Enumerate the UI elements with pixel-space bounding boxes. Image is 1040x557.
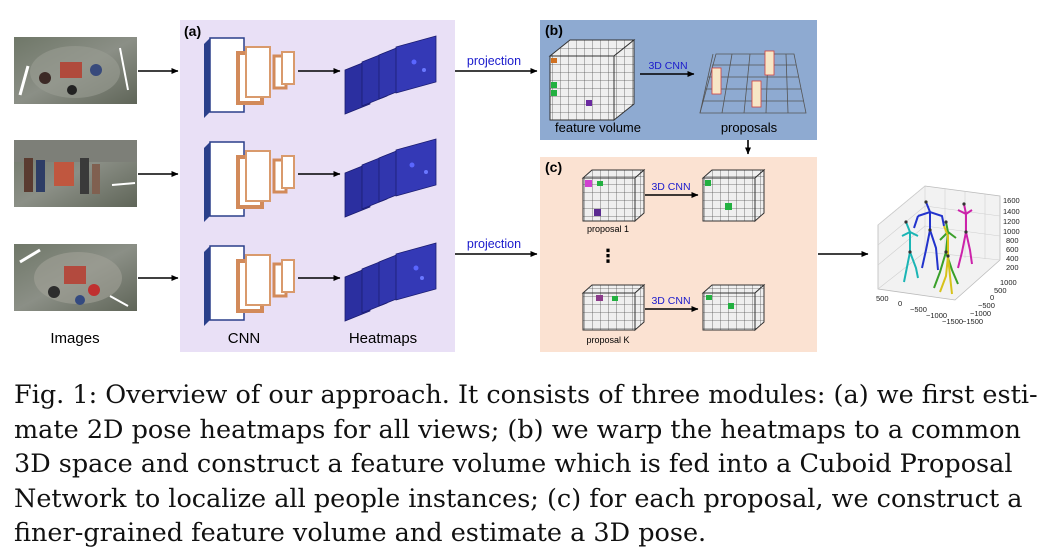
proposal-boxes bbox=[711, 50, 775, 108]
projection-label-top: projection bbox=[467, 54, 521, 68]
images-label: Images bbox=[50, 330, 99, 347]
cnn-stack-1 bbox=[204, 37, 295, 118]
y-tick-label: 0 bbox=[990, 293, 994, 302]
module-c-tag: (c) bbox=[545, 159, 562, 175]
x-tick-label: −500 bbox=[910, 305, 927, 314]
feature-volume-label: feature volume bbox=[555, 120, 641, 135]
cnn3d-label-c2: 3D CNN bbox=[651, 295, 690, 307]
z-tick-label: 200 bbox=[1006, 263, 1019, 272]
cnn-stack-2 bbox=[204, 141, 295, 222]
z-tick-label: 1000 bbox=[1003, 227, 1020, 236]
y-tick-label: −1500 bbox=[962, 317, 983, 326]
z-tick-label: 1600 bbox=[1003, 196, 1020, 205]
heatmaps-2 bbox=[344, 138, 437, 218]
figure-caption: Fig. 1: Overview of our approach. It con… bbox=[14, 378, 1038, 551]
cnn3d-label-b: 3D CNN bbox=[648, 60, 687, 72]
caption-line: mate 2D pose heatmaps for all views; (b)… bbox=[14, 414, 1021, 445]
proposals-ellipsis: ⋮ bbox=[599, 246, 617, 266]
plot-gridlines bbox=[877, 185, 1001, 290]
projection-label-bottom: projection bbox=[467, 237, 521, 251]
input-image-1 bbox=[14, 37, 137, 104]
feature-volume-cube bbox=[548, 38, 636, 122]
approach-overview-figure: Images (a) bbox=[14, 20, 1020, 352]
cnn-label: CNN bbox=[228, 330, 261, 347]
heatmaps-1 bbox=[344, 35, 437, 115]
proposals-label: proposals bbox=[721, 120, 778, 135]
y-axis-ticks: 1000 500 0 −500 −1000 −1500 bbox=[962, 278, 1017, 326]
x-tick-label: −1500 bbox=[942, 317, 963, 326]
input-image-3 bbox=[14, 244, 137, 311]
z-tick-label: 400 bbox=[1006, 254, 1019, 263]
z-axis-ticks: 1600 1400 1200 1000 800 600 400 200 bbox=[1003, 196, 1020, 272]
y-tick-label: 1000 bbox=[1000, 278, 1017, 287]
skeleton-joints bbox=[904, 200, 968, 258]
cnn-stack-3 bbox=[204, 245, 295, 326]
caption-line: 3D space and construct a feature volume … bbox=[14, 449, 1013, 479]
pose-volume-1 bbox=[701, 168, 766, 223]
pose-volume-k bbox=[701, 283, 766, 332]
pose-3d-plot: 1600 1400 1200 1000 800 600 400 200 1000… bbox=[876, 185, 1020, 326]
proposal-1-label: proposal 1 bbox=[587, 224, 629, 234]
plot-back-panels bbox=[877, 185, 1001, 301]
x-axis-ticks: 500 0 −500 −1000 −1500 bbox=[876, 294, 963, 326]
heatmaps-3 bbox=[344, 242, 437, 322]
x-tick-label: 500 bbox=[876, 294, 889, 303]
input-images: Images bbox=[14, 37, 137, 347]
y-tick-label: −1000 bbox=[970, 309, 991, 318]
caption-line: finer-grained feature volume and estimat… bbox=[14, 518, 707, 548]
proposal-k-volume bbox=[581, 283, 646, 332]
y-tick-label: −500 bbox=[978, 301, 995, 310]
cnn3d-label-c1: 3D CNN bbox=[651, 181, 690, 193]
heatmaps-label: Heatmaps bbox=[349, 330, 417, 347]
x-tick-label: −1000 bbox=[926, 311, 947, 320]
caption-line: Fig. 1: Overview of our approach. It con… bbox=[14, 380, 1038, 410]
y-tick-label: 500 bbox=[994, 286, 1007, 295]
z-tick-label: 800 bbox=[1006, 236, 1019, 245]
x-tick-label: 0 bbox=[898, 299, 902, 308]
z-tick-label: 1400 bbox=[1003, 207, 1020, 216]
module-b-tag: (b) bbox=[545, 22, 563, 38]
proposal-k-label: proposal K bbox=[586, 335, 629, 345]
z-tick-label: 1200 bbox=[1003, 217, 1020, 226]
module-a: (a) bbox=[180, 20, 455, 352]
caption-line: Network to localize all people instances… bbox=[14, 483, 1023, 514]
module-c: (c) proposal 1 3D CNN ⋮ proposal K bbox=[540, 157, 817, 352]
module-b: (b) feature volume 3D CNN proposals bbox=[540, 20, 817, 140]
input-image-2 bbox=[14, 140, 137, 207]
z-tick-label: 600 bbox=[1006, 245, 1019, 254]
module-a-tag: (a) bbox=[184, 23, 201, 39]
proposal-1-volume bbox=[581, 168, 646, 223]
